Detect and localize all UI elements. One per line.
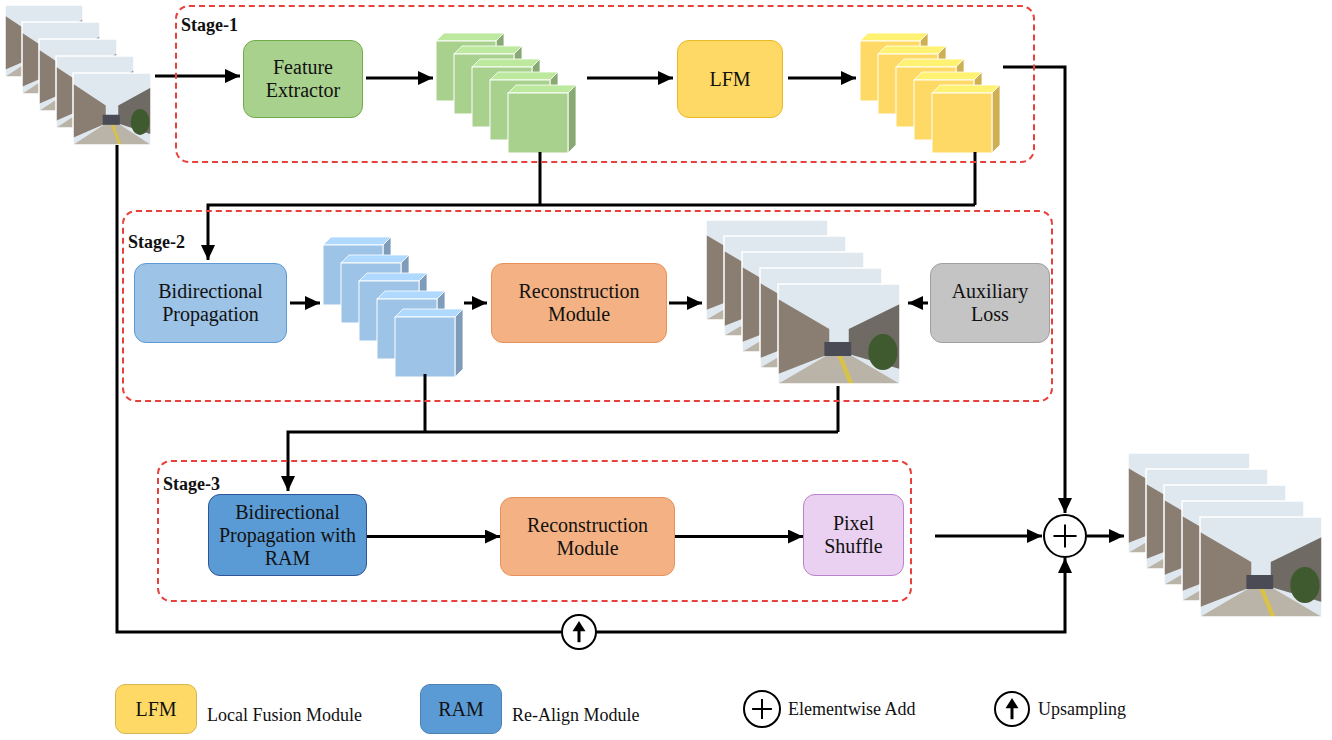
process-box: Bidirectional Propagation with RAM [208, 494, 367, 576]
stage-heading: Stage-3 [163, 473, 220, 495]
swatch-abbreviation: RAM [420, 684, 502, 734]
flow-line [1087, 535, 1124, 538]
swatch-abbreviation: LFM [115, 684, 197, 734]
stage-band: Stage-3Bidirectional Propagation with RA… [157, 460, 912, 602]
box-label: LFM [709, 68, 750, 91]
flow-line [155, 75, 240, 78]
stage-heading: Stage-1 [181, 14, 238, 36]
output-frames [1128, 453, 1322, 617]
box-label: Reconstruction Module [507, 514, 668, 560]
feature-maps [436, 33, 576, 153]
flow-line [837, 386, 840, 432]
flow-line [669, 302, 702, 305]
legend-text: Elementwise Add [788, 698, 915, 720]
box-label: Pixel Shuffle [810, 512, 897, 558]
box-label: Reconstruction Module [498, 280, 660, 326]
box-label: Bidirectional Propagation with RAM [215, 501, 360, 570]
fused-feature-maps [860, 33, 1000, 153]
propagated-features [323, 237, 463, 377]
process-box: LFM [677, 40, 783, 118]
flow-line [587, 77, 673, 80]
flow-line [788, 77, 856, 80]
stage-heading: Stage-2 [128, 231, 185, 253]
box-label: Bidirectional Propagation [141, 280, 280, 326]
add-symbol [1044, 515, 1086, 557]
legend-text: Upsampling [1038, 698, 1126, 720]
legend-text: Local Fusion Module [207, 704, 362, 726]
flow-line [366, 77, 433, 80]
flow-arrow [675, 535, 803, 538]
flow-line [908, 302, 928, 305]
legend-add-symbol [744, 691, 780, 727]
process-box: Reconstruction Module [491, 263, 667, 343]
flow-line [935, 535, 1042, 538]
process-box: Pixel Shuffle [803, 494, 904, 576]
process-box: Reconstruction Module [500, 497, 675, 576]
process-box: Bidirectional Propagation [134, 263, 287, 343]
legend-upsample-symbol [995, 692, 1029, 726]
input-frames [5, 5, 151, 145]
stage-band: Stage-2Bidirectional Propagation Reconstr… [122, 210, 1053, 402]
flow-line [974, 152, 977, 205]
flow-line [539, 152, 542, 205]
flow-arrow [367, 535, 500, 538]
flow-line [424, 374, 427, 432]
box-label: Feature Extractor [250, 56, 356, 102]
stage-band: Stage-1Feature Extractor LFM [175, 5, 1035, 163]
flow-line [464, 302, 487, 305]
skip-line [117, 145, 1065, 632]
upsample-symbol [562, 615, 596, 649]
intermediate-frames [706, 220, 900, 384]
legend-text: Re-Align Module [512, 704, 640, 726]
flow-line [290, 302, 320, 305]
box-label: Auxiliary Loss [937, 280, 1043, 326]
process-box: Auxiliary Loss [930, 263, 1050, 343]
process-box: Feature Extractor [243, 40, 363, 118]
